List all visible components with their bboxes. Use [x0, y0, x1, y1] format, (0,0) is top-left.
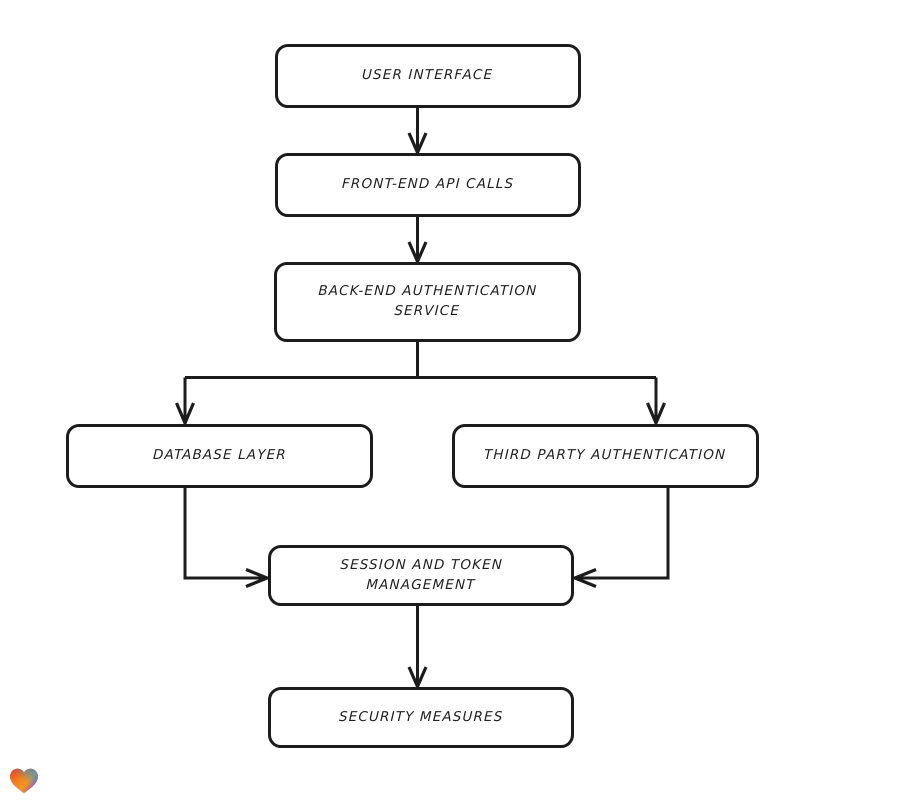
- edge-frontend-api-to-backend-auth: [407, 217, 428, 266]
- node-security-measures-label: Security Measures: [338, 708, 504, 725]
- node-backend-authentication-service-label: Back-End Authentication Service: [318, 283, 538, 319]
- edge-backend-auth-to-database-layer: [175, 377, 195, 428]
- edge-session-token-to-security-measures: [407, 606, 428, 691]
- node-backend-authentication-service[interactable]: Back-End Authentication Service: [274, 262, 581, 342]
- node-frontend-api-calls-label: Front-End API Calls: [341, 176, 515, 193]
- node-user-interface-label: User Interface: [362, 67, 494, 84]
- node-database-layer-label: Database Layer: [152, 447, 287, 464]
- edge-backend-auth-split-bar: [185, 342, 656, 379]
- node-session-and-token-management[interactable]: Session and Token Management: [268, 545, 574, 606]
- node-third-party-authentication-label: Third Party Authentication: [484, 447, 727, 464]
- node-security-measures[interactable]: Security Measures: [268, 687, 574, 748]
- edge-backend-auth-to-third-party-auth: [646, 377, 666, 428]
- edge-third-party-auth-to-session-token: [570, 488, 670, 588]
- node-database-layer[interactable]: Database Layer: [66, 424, 373, 488]
- node-user-interface[interactable]: User Interface: [275, 44, 581, 108]
- heart-icon: [10, 768, 38, 794]
- node-frontend-api-calls[interactable]: Front-End API Calls: [275, 153, 581, 217]
- node-session-and-token-management-label: Session and Token Management: [339, 556, 503, 593]
- edge-user-interface-to-frontend-api: [407, 108, 428, 157]
- node-third-party-authentication[interactable]: Third Party Authentication: [452, 424, 759, 488]
- edge-database-layer-to-session-token: [183, 488, 272, 588]
